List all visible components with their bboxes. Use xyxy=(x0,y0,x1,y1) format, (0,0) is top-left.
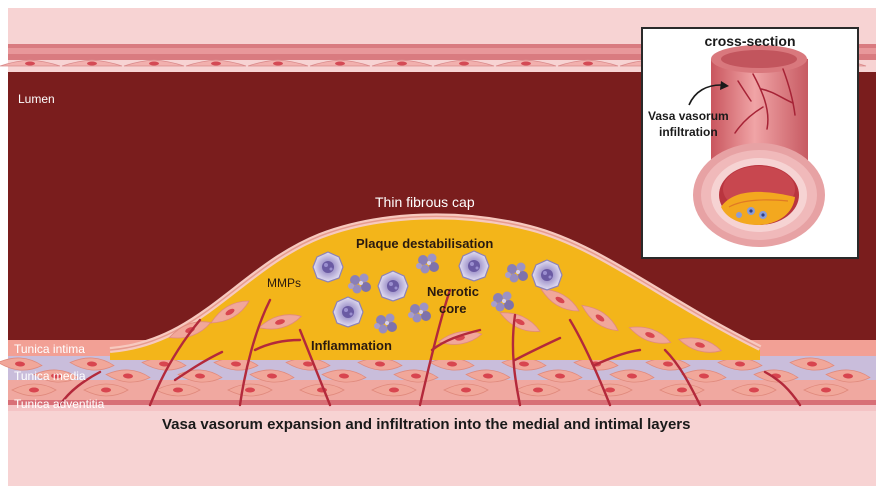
cross-section-title: cross-section xyxy=(643,33,857,49)
necrotic-core-label-line1: Necrotic xyxy=(427,284,479,299)
vasa-vasorum-label-line2: infiltration xyxy=(659,125,718,139)
tunica-intima-label: Tunica intima xyxy=(14,342,85,356)
lumen-label: Lumen xyxy=(18,92,55,106)
tunica-adventitia-label: Tunica adventitia xyxy=(14,397,104,411)
vasa-vasorum-label-line1: Vasa vasorum xyxy=(648,109,729,123)
necrotic-core-label-line2: core xyxy=(439,301,466,316)
cross-section-inset: cross-section Vasa vasorum infiltration xyxy=(641,27,859,259)
fibrous-cap-label: Thin fibrous cap xyxy=(375,194,475,210)
cross-section-illustration xyxy=(643,29,857,257)
plaque-destabilisation-label: Plaque destabilisation xyxy=(356,236,493,251)
tunica-media-label: Tunica media xyxy=(14,369,86,383)
figure-caption: Vasa vasorum expansion and infiltration … xyxy=(162,416,690,433)
inflammation-label: Inflammation xyxy=(311,338,392,353)
mmps-label: MMPs xyxy=(267,276,301,290)
